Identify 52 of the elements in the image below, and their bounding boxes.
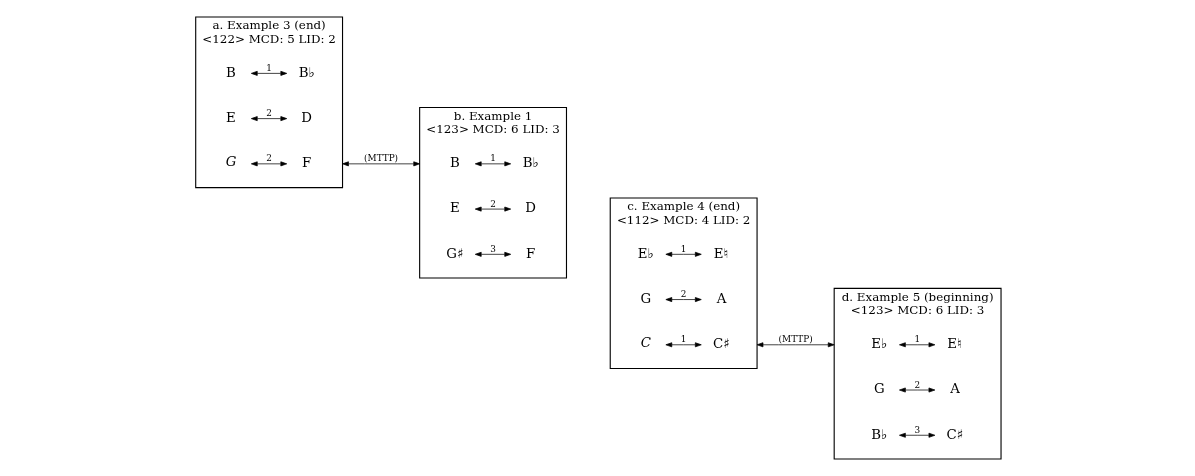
node-text: A [949,381,960,397]
arrow [250,161,287,167]
node-text: C♯ [946,426,963,442]
node-text: G [640,290,651,306]
edge-label: 2 [913,379,920,390]
edge-label: 3 [913,424,920,435]
arrow [665,251,702,257]
edge-label: 1 [680,334,686,345]
arrow [474,251,511,257]
arrow [474,161,511,167]
node-text: E♭ [870,336,887,352]
node-text: B♭ [870,426,887,442]
arrow [250,116,287,122]
node-text: B♭ [298,64,315,80]
node-text: A [716,290,726,306]
node-text: C♯ [712,336,730,352]
edge-label: 1 [680,243,686,254]
node-text: C [640,335,651,351]
edge-label: 2 [265,153,272,164]
edge-label: 1 [913,334,920,345]
edge-label: 1 [265,62,272,73]
node-text: D [300,109,312,125]
arrow [898,387,935,393]
node-text: E♮ [713,245,728,261]
edge-label: 1 [489,153,496,164]
node-text: D [524,200,536,216]
arrow [474,206,511,212]
arrow [756,342,835,348]
edge-label: 2 [680,289,686,300]
node-text: F [525,245,535,261]
arrow [898,432,935,438]
node-text: B [449,155,460,171]
edge-label: (MTTP) [778,334,813,345]
node-text: E♭ [637,245,654,261]
node-text: E [449,200,460,216]
edge-label: 2 [489,198,496,209]
node-text: F [301,155,311,171]
node-text: G [225,154,236,170]
arrow [898,342,935,348]
arrow [341,161,420,167]
edge-label: (MTTP) [363,153,398,164]
edge-label: 2 [265,108,272,119]
node-text: E [225,109,236,125]
node-text: G [873,381,885,397]
node-text: G♯ [445,245,463,261]
node-text: E♮ [946,336,962,352]
arrow [665,297,702,302]
node-text: B♭ [522,155,539,171]
edge-label: 3 [489,243,496,254]
arrow [250,70,287,76]
arrow [665,342,702,348]
node-text: B [225,64,236,80]
